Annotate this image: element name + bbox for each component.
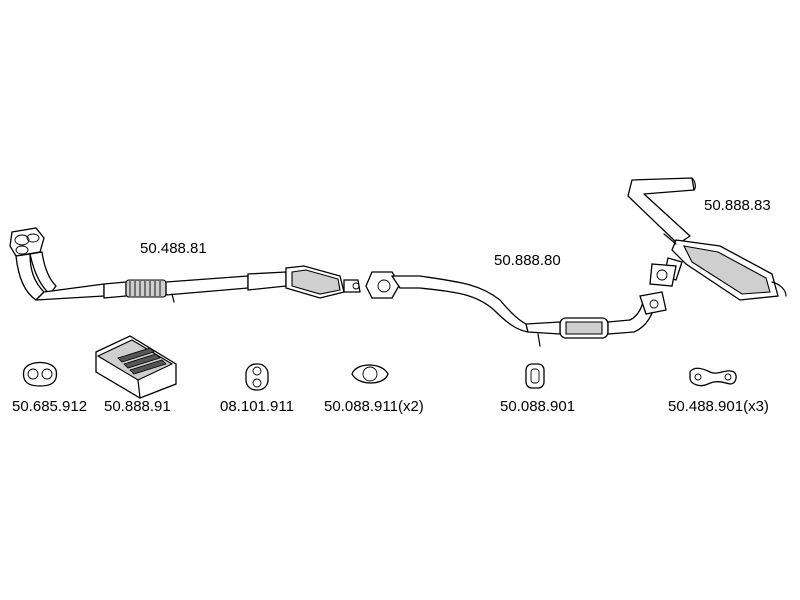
rear-silencer-part-number: 50.888.83 bbox=[704, 197, 771, 214]
rear-silencer-drawing bbox=[627, 177, 787, 301]
mounting-kit-drawing bbox=[95, 335, 177, 399]
mid-pipe-drawing bbox=[365, 271, 667, 347]
rubber-mount-part-number: 08.101.911 bbox=[220, 398, 294, 415]
rubber-hanger-drawing bbox=[525, 363, 545, 389]
mid-pipe-part-number: 50.888.80 bbox=[494, 252, 561, 269]
gasket-flange-drawing bbox=[351, 364, 389, 384]
front-pipe-drawing bbox=[9, 227, 361, 303]
rubber-hanger-part-number: 50.088.901 bbox=[500, 398, 576, 415]
front-pipe-part-number: 50.488.81 bbox=[140, 240, 207, 257]
rubber-strap-part-number: 50.488.901(x3) bbox=[668, 398, 769, 415]
gasket-front-part-number: 50.685.912 bbox=[12, 398, 88, 415]
rubber-mount-drawing bbox=[245, 363, 269, 391]
rubber-strap-drawing bbox=[689, 367, 737, 387]
mounting-kit-part-number: 50.888.91 bbox=[104, 398, 171, 415]
gasket-front-drawing bbox=[22, 361, 58, 387]
gasket-flange-part-number: 50.088.911(x2) bbox=[324, 398, 424, 415]
